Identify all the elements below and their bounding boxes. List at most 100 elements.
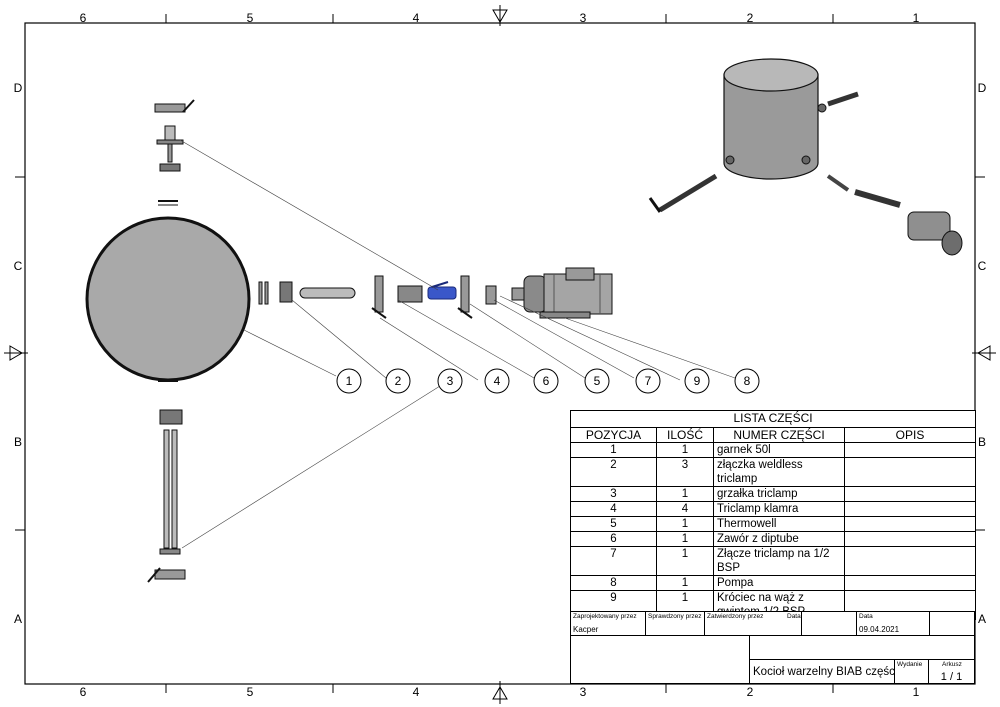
approved-by-label: Zatwierdzony przez	[707, 613, 764, 620]
zone-row-left: D	[14, 81, 23, 95]
zone-col-top: 3	[580, 11, 587, 25]
zone-col-top: 1	[913, 11, 920, 25]
cell-position: 3	[570, 486, 657, 502]
callout-label: 7	[645, 374, 652, 388]
cell-description	[843, 442, 977, 458]
drawing-title: Kocioł warzelny BIAB części	[753, 666, 898, 678]
cell-position: 7	[570, 546, 657, 576]
col-header-quantity: ILOŚĆ	[656, 427, 714, 443]
zone-row-right: B	[978, 435, 986, 449]
thermowell-top-drawing	[154, 99, 195, 172]
sheet-label: Arkusz	[942, 661, 962, 668]
cell-description	[843, 546, 977, 576]
cell-quantity: 3	[656, 457, 714, 487]
parts-list-title: LISTA CZĘŚCI	[569, 410, 977, 428]
zone-row-left: B	[14, 435, 22, 449]
blank-cell	[929, 611, 975, 636]
table-row: 2 3 złączka weldless triclamp	[570, 457, 977, 487]
date-value: 09.04.2021	[859, 625, 900, 634]
col-header-position: POZYCJA	[570, 427, 657, 443]
cell-position: 4	[570, 501, 657, 517]
exploded-view	[85, 99, 613, 583]
table-row: 4 4 Triclamp klamra	[570, 501, 977, 517]
pot-drawing	[85, 216, 251, 382]
cell-part-number: Thermowell	[713, 516, 845, 532]
table-row: 6 1 Zawór z diptube	[570, 531, 977, 547]
cell-part-number: złączka weldless triclamp	[713, 457, 845, 487]
cell-part-number: Pompa	[713, 575, 845, 591]
approved-date-label: Data	[787, 613, 801, 620]
table-row: 3 1 grzałka triclamp	[570, 486, 977, 502]
cell-quantity: 1	[656, 486, 714, 502]
company-cell	[749, 635, 975, 660]
col-header-part-number: NUMER CZĘŚCI	[713, 427, 845, 443]
cell-description	[843, 516, 977, 532]
logo-cell	[570, 635, 750, 684]
cell-part-number: Zawór z diptube	[713, 531, 845, 547]
cell-part-number: garnek 50l	[713, 442, 845, 458]
approved-date-cell	[801, 611, 857, 636]
approved-by-cell: Zatwierdzony przez Data	[704, 611, 802, 636]
table-row: 1 1 garnek 50l	[570, 442, 977, 458]
drawing-title-cell: Kocioł warzelny BIAB części	[749, 659, 898, 684]
cell-part-number: grzałka triclamp	[713, 486, 845, 502]
side-fittings-drawing	[258, 275, 497, 319]
zone-col-bottom: 2	[747, 685, 754, 699]
cell-position: 6	[570, 531, 657, 547]
zone-col-bottom: 6	[80, 685, 87, 699]
table-row: 5 1 Thermowell	[570, 516, 977, 532]
callout-label: 4	[494, 374, 501, 388]
callout-label: 6	[543, 374, 550, 388]
callout-label: 5	[594, 374, 601, 388]
checked-by-cell: Sprawdzony przez	[645, 611, 705, 636]
zone-row-right: A	[978, 612, 986, 626]
zone-ticks	[15, 14, 985, 693]
cell-description	[843, 531, 977, 547]
zone-row-left: C	[14, 259, 23, 273]
table-row: 7 1 Złącze triclamp na 1/2 BSP	[570, 546, 977, 576]
cell-position: 8	[570, 575, 657, 591]
cell-quantity: 1	[656, 442, 714, 458]
zone-row-right: D	[978, 81, 987, 95]
cell-part-number: Złącze triclamp na 1/2 BSP	[713, 546, 845, 576]
cell-description	[843, 486, 977, 502]
zone-row-left: A	[14, 612, 22, 626]
cell-position: 1	[570, 442, 657, 458]
zone-labels-left: D C B A	[14, 81, 23, 626]
callout-label: 3	[447, 374, 454, 388]
col-header-description: OPIS	[843, 427, 977, 443]
zone-col-bottom: 3	[580, 685, 587, 699]
sheet-cell: Arkusz 1 / 1	[928, 659, 975, 684]
callout-label: 9	[694, 374, 701, 388]
cell-quantity: 1	[656, 546, 714, 576]
zone-col-bottom: 4	[413, 685, 420, 699]
zone-row-right: C	[978, 259, 987, 273]
checked-by-label: Sprawdzony przez	[648, 613, 702, 620]
parts-list-table: LISTA CZĘŚCI POZYCJA ILOŚĆ NUMER CZĘŚCI …	[569, 410, 977, 620]
zone-col-top: 4	[413, 11, 420, 25]
pump-drawing	[511, 267, 613, 319]
sheet-value: 1 / 1	[940, 671, 963, 683]
callout-label: 1	[346, 374, 353, 388]
callout-label: 2	[395, 374, 402, 388]
zone-col-bottom: 5	[247, 685, 254, 699]
edition-label: Wydanie	[897, 661, 923, 668]
leader-lines	[179, 139, 736, 549]
cell-description	[843, 501, 977, 517]
callout-label: 8	[744, 374, 751, 388]
zone-col-top: 6	[80, 11, 87, 25]
designed-by-cell: Zaprojektowany przez Kacper	[570, 611, 646, 636]
date-cell: Data 09.04.2021	[856, 611, 930, 636]
zone-labels-bottom: 6 5 4 3 2 1	[80, 685, 920, 699]
date-label: Data	[859, 613, 873, 620]
heater-drawing	[147, 409, 186, 583]
zone-col-top: 5	[247, 11, 254, 25]
cell-part-number: Triclamp klamra	[713, 501, 845, 517]
zone-labels-top: 6 5 4 3 2 1	[80, 11, 920, 25]
cell-quantity: 1	[656, 575, 714, 591]
designed-by-value: Kacper	[573, 625, 599, 634]
zone-col-top: 2	[747, 11, 754, 25]
cell-quantity: 1	[656, 516, 714, 532]
cell-description	[843, 575, 977, 591]
